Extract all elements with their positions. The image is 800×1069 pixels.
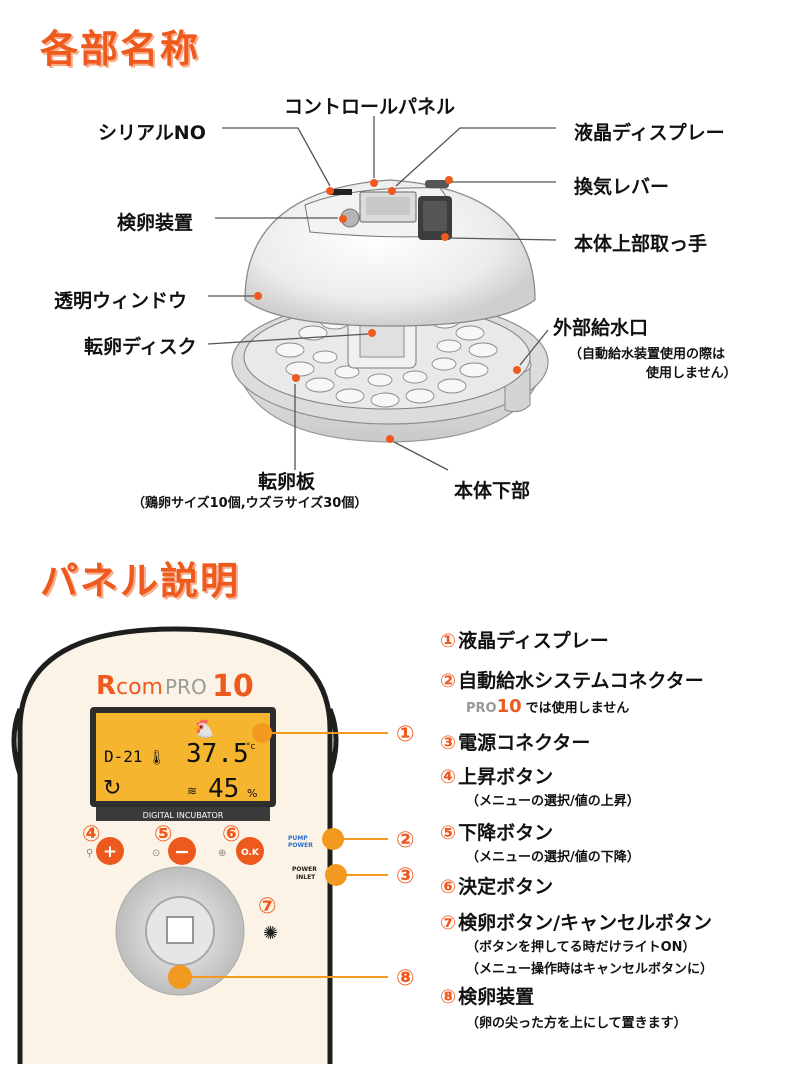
section-title-parts: 各部名称 xyxy=(40,27,201,71)
settings-icon: ⊕ xyxy=(218,848,226,859)
svg-text:%: % xyxy=(247,787,257,800)
note-item-7a: （ボタンを押してる時だけライトON） xyxy=(466,940,696,955)
incubator-dome xyxy=(244,179,536,327)
label-turning-plate: 転卵板 xyxy=(258,471,316,493)
label-serial-no: シリアルNO xyxy=(98,122,206,144)
note-item-7b: （メニュー操作時はキャンセルボタンに） xyxy=(466,962,714,977)
svg-text:+: + xyxy=(103,842,117,862)
button-callouts: ④ ⑤ ⑥ xyxy=(82,822,241,847)
turning-cycle-icon: ↻ xyxy=(103,776,121,801)
svg-text:①: ① xyxy=(396,722,415,747)
svg-text:⑤: ⑤ xyxy=(154,822,173,847)
control-panel-diagram: R com PRO 10 D-21 🌡 37.5 °c ↻ ≋ 45 % 🐔 D… xyxy=(11,626,415,1064)
svg-text:D-21: D-21 xyxy=(104,747,143,766)
note-external-water-2: 使用しません） xyxy=(646,366,737,381)
svg-text:PUMP: PUMP xyxy=(288,835,308,842)
humidity-icon: ≋ xyxy=(187,784,197,798)
svg-text:PRO: PRO xyxy=(165,675,207,699)
svg-text:37.5: 37.5 xyxy=(186,739,249,769)
label-top-handle: 本体上部取っ手 xyxy=(574,233,708,255)
panel-callout-numbers: ① ② ③ ⑧ xyxy=(396,722,415,991)
svg-text:−: − xyxy=(174,841,190,863)
diagram-markers xyxy=(254,176,521,443)
label-turning-disc: 転卵ディスク xyxy=(84,336,197,358)
note-item-4: （メニューの選択/値の上昇） xyxy=(466,794,640,809)
label-external-water: 外部給水口 xyxy=(553,317,649,339)
chicken-icon: 🐔 xyxy=(192,719,214,740)
svg-text:②: ② xyxy=(396,828,415,853)
svg-text:10: 10 xyxy=(212,669,254,704)
candler-knob xyxy=(115,866,245,996)
svg-text:°c: °c xyxy=(246,742,256,752)
label-base: 本体下部 xyxy=(454,480,531,502)
svg-text:O.K: O.K xyxy=(241,848,260,858)
svg-text:⑧: ⑧ xyxy=(396,966,415,991)
svg-text:⑦: ⑦ xyxy=(258,894,277,919)
svg-text:⑥: ⑥ xyxy=(222,822,241,847)
note-turning-plate: （鶏卵サイズ10個,ウズラサイズ30個） xyxy=(132,496,368,511)
lcd-screen: D-21 🌡 37.5 °c ↻ ≋ 45 % 🐔 xyxy=(90,707,276,807)
label-window: 透明ウィンドウ xyxy=(54,290,188,312)
svg-text:④: ④ xyxy=(82,822,101,847)
section-title-panel: パネル説明 xyxy=(40,559,241,603)
faucet-icon: ⚲ xyxy=(86,848,93,859)
candle-light-icon: ✺ xyxy=(263,923,278,944)
diagram-leader-lines xyxy=(207,116,557,471)
label-vent-lever: 換気レバー xyxy=(574,176,670,198)
label-control-panel: コントロールパネル xyxy=(284,96,456,118)
down-button: − xyxy=(168,837,196,865)
up-button: + xyxy=(96,837,124,865)
lock-icon: ⊙ xyxy=(152,848,160,859)
label-candler: 検卵装置 xyxy=(117,212,194,234)
turning-plate xyxy=(243,304,531,410)
svg-text:45: 45 xyxy=(208,774,239,804)
svg-text:DIGITAL INCUBATOR: DIGITAL INCUBATOR xyxy=(143,811,224,820)
note-item-8: （卵の尖った方を上にして置きます） xyxy=(466,1016,687,1031)
ok-button: O.K xyxy=(236,837,264,865)
brand-logo: R com PRO 10 xyxy=(96,669,254,704)
panel-callout-lines xyxy=(168,723,388,989)
note-item-5: （メニューの選択/値の下降） xyxy=(466,850,640,865)
svg-text:POWER: POWER xyxy=(288,842,313,849)
thermometer-icon: 🌡 xyxy=(148,750,166,766)
note-external-water-1: （自動給水装置使用の際は xyxy=(569,347,726,362)
svg-text:POWER: POWER xyxy=(292,866,317,873)
svg-text:③: ③ xyxy=(396,864,415,889)
label-lcd-display: 液晶ディスプレー xyxy=(574,122,725,144)
svg-text:com: com xyxy=(116,675,163,700)
svg-text:INLET: INLET xyxy=(296,874,316,881)
svg-text:R: R xyxy=(96,671,116,701)
